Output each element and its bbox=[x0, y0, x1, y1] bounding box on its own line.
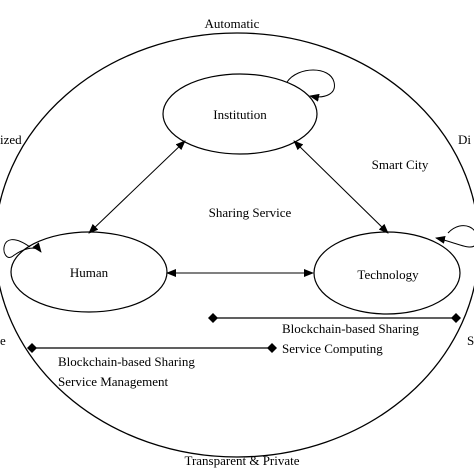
node-institution-label: Institution bbox=[213, 107, 267, 122]
label-right-lower-edge: S bbox=[467, 333, 474, 348]
arrow-institution-human bbox=[88, 140, 186, 234]
label-transparent-private: Transparent & Private bbox=[184, 453, 299, 468]
node-human-label: Human bbox=[70, 265, 109, 280]
label-service-management-line1: Blockchain-based Sharing bbox=[58, 354, 195, 369]
arrow-institution-technology bbox=[293, 140, 389, 234]
outer-boundary bbox=[0, 32, 474, 458]
label-automatic: Automatic bbox=[205, 16, 260, 31]
institution-self-loop bbox=[286, 69, 335, 102]
label-service-management-line2: Service Management bbox=[58, 374, 168, 389]
label-smart-city: Smart City bbox=[372, 157, 429, 172]
technology-self-loop bbox=[435, 225, 474, 248]
label-service-computing-line2: Service Computing bbox=[282, 341, 383, 356]
label-right-edge: Di bbox=[458, 132, 471, 147]
label-left-edge: ized bbox=[0, 132, 22, 147]
node-technology-label: Technology bbox=[357, 267, 419, 282]
label-left-lower-edge: e bbox=[0, 333, 6, 348]
label-service-computing-line1: Blockchain-based Sharing bbox=[282, 321, 419, 336]
node-institution bbox=[162, 73, 318, 155]
human-self-loop bbox=[3, 239, 42, 259]
label-sharing-service: Sharing Service bbox=[209, 205, 292, 220]
